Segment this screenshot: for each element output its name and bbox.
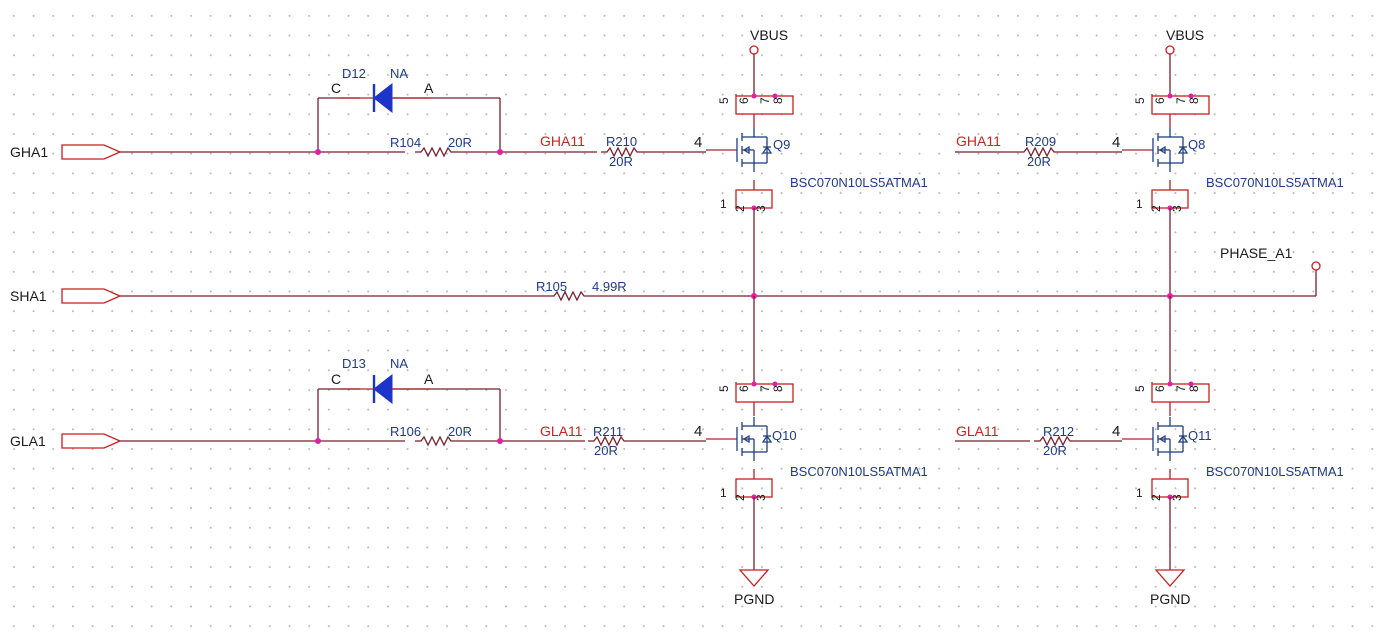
q8-ref: Q8 xyxy=(1188,137,1205,152)
r210-value: 20R xyxy=(609,154,633,169)
q10-pin-3: 3 xyxy=(754,494,768,501)
q9-gate-pin: 4 xyxy=(694,134,702,151)
junction-dot xyxy=(315,438,321,444)
q10-ref: Q10 xyxy=(772,428,797,443)
q9-source-pins xyxy=(735,179,773,209)
q10-pin-5: 5 xyxy=(717,385,731,392)
q11-pin-7: 7 xyxy=(1174,385,1188,392)
d13-value: NA xyxy=(390,356,408,371)
gha1-input-port xyxy=(61,144,121,160)
q11-pin-3: 3 xyxy=(1170,494,1184,501)
r211-ref: R211 xyxy=(593,424,623,439)
r211-value: 20R xyxy=(594,443,618,458)
q9-pin-1: 1 xyxy=(720,197,727,211)
q9-ref: Q9 xyxy=(773,137,790,152)
q11-mosfet-symbol xyxy=(1121,416,1188,462)
gla1-port-label: GLA1 xyxy=(10,433,46,449)
vbus-label: VBUS xyxy=(1166,27,1204,43)
q10-pin-2: 2 xyxy=(733,494,747,501)
r104-value: 20R xyxy=(448,135,472,150)
q8-part: BSC070N10LS5ATMA1 xyxy=(1206,175,1344,190)
q8-pin-3: 3 xyxy=(1170,205,1184,212)
vbus-terminal xyxy=(749,45,759,55)
q10-mosfet-symbol xyxy=(705,416,772,462)
q8-pin-1: 1 xyxy=(1136,197,1143,211)
q11-pin-6: 6 xyxy=(1153,385,1167,392)
q10-pin-6: 6 xyxy=(737,385,751,392)
gha1-port-label: GHA1 xyxy=(10,144,48,160)
r212-value: 20R xyxy=(1043,443,1067,458)
q10-pin-7: 7 xyxy=(758,385,772,392)
q11-ref: Q11 xyxy=(1188,428,1212,443)
gha11-net-label: GHA11 xyxy=(956,133,1001,149)
junction-dot xyxy=(497,438,503,444)
d12-value: NA xyxy=(390,66,408,81)
q11-part: BSC070N10LS5ATMA1 xyxy=(1206,464,1344,479)
q10-pin-1: 1 xyxy=(720,486,727,500)
q10-part: BSC070N10LS5ATMA1 xyxy=(790,464,928,479)
gla11-net-label: GLA11 xyxy=(540,423,583,439)
q9-pin-7: 7 xyxy=(758,97,772,104)
r104-ref: R104 xyxy=(390,135,421,150)
phase-label: PHASE_A1 xyxy=(1220,245,1293,261)
r106-value: 20R xyxy=(448,424,472,439)
q9-pin-8: 8 xyxy=(771,97,785,104)
q8-pin-8: 8 xyxy=(1187,97,1201,104)
gla1-input-port xyxy=(61,433,121,449)
q11-gate-pin: 4 xyxy=(1112,423,1120,440)
pgnd-symbol xyxy=(1155,569,1185,587)
pgnd-label: PGND xyxy=(734,591,774,607)
q11-pin-2: 2 xyxy=(1149,494,1163,501)
q8-pin-6: 6 xyxy=(1153,97,1167,104)
q11-pin-5: 5 xyxy=(1133,385,1147,392)
q8-source-pins xyxy=(1151,179,1189,209)
q10-gate-pin: 4 xyxy=(694,423,702,440)
r210-ref: R210 xyxy=(606,134,637,149)
r209-ref: R209 xyxy=(1025,134,1056,149)
q8-pin-2: 2 xyxy=(1149,205,1163,212)
q8-mosfet-symbol xyxy=(1121,127,1188,173)
r209-value: 20R xyxy=(1027,154,1051,169)
q9-pin-5: 5 xyxy=(717,97,731,104)
vbus-terminal xyxy=(1165,45,1175,55)
q10-pin-8: 8 xyxy=(771,385,785,392)
phase-terminal xyxy=(1311,261,1321,271)
q9-part: BSC070N10LS5ATMA1 xyxy=(790,175,928,190)
pgnd-label: PGND xyxy=(1150,591,1190,607)
d12-cathode-label: C xyxy=(331,80,341,96)
q9-pin-3: 3 xyxy=(754,205,768,212)
q8-pin-7: 7 xyxy=(1174,97,1188,104)
r105-ref: R105 xyxy=(536,279,567,294)
junction-dot xyxy=(497,149,503,155)
q10-source-pins xyxy=(735,468,773,498)
q8-pin-5: 5 xyxy=(1133,97,1147,104)
r106-ref: R106 xyxy=(390,424,421,439)
r105-value: 4.99R xyxy=(592,279,627,294)
q11-pin-1: 1 xyxy=(1136,486,1143,500)
d13-diode xyxy=(340,373,430,405)
q11-pin-8: 8 xyxy=(1187,385,1201,392)
sha1-input-port xyxy=(61,288,121,304)
d13-cathode-label: C xyxy=(331,371,341,387)
q9-pin-6: 6 xyxy=(737,97,751,104)
d13-ref: D13 xyxy=(342,356,366,371)
junction-dot xyxy=(315,149,321,155)
pgnd-symbol xyxy=(739,569,769,587)
sha1-port-label: SHA1 xyxy=(10,288,47,304)
d12-diode xyxy=(340,82,430,114)
gha11-net-label: GHA11 xyxy=(540,133,585,149)
d12-anode-label: A xyxy=(424,80,434,96)
q9-mosfet-symbol xyxy=(705,127,772,173)
q11-source-pins xyxy=(1151,468,1189,498)
d12-ref: D12 xyxy=(342,66,366,81)
q8-gate-pin: 4 xyxy=(1112,134,1120,151)
r212-ref: R212 xyxy=(1043,424,1074,439)
q9-pin-2: 2 xyxy=(733,205,747,212)
gla11-net-label: GLA11 xyxy=(956,423,999,439)
d13-anode-label: A xyxy=(424,371,434,387)
vbus-label: VBUS xyxy=(750,27,788,43)
